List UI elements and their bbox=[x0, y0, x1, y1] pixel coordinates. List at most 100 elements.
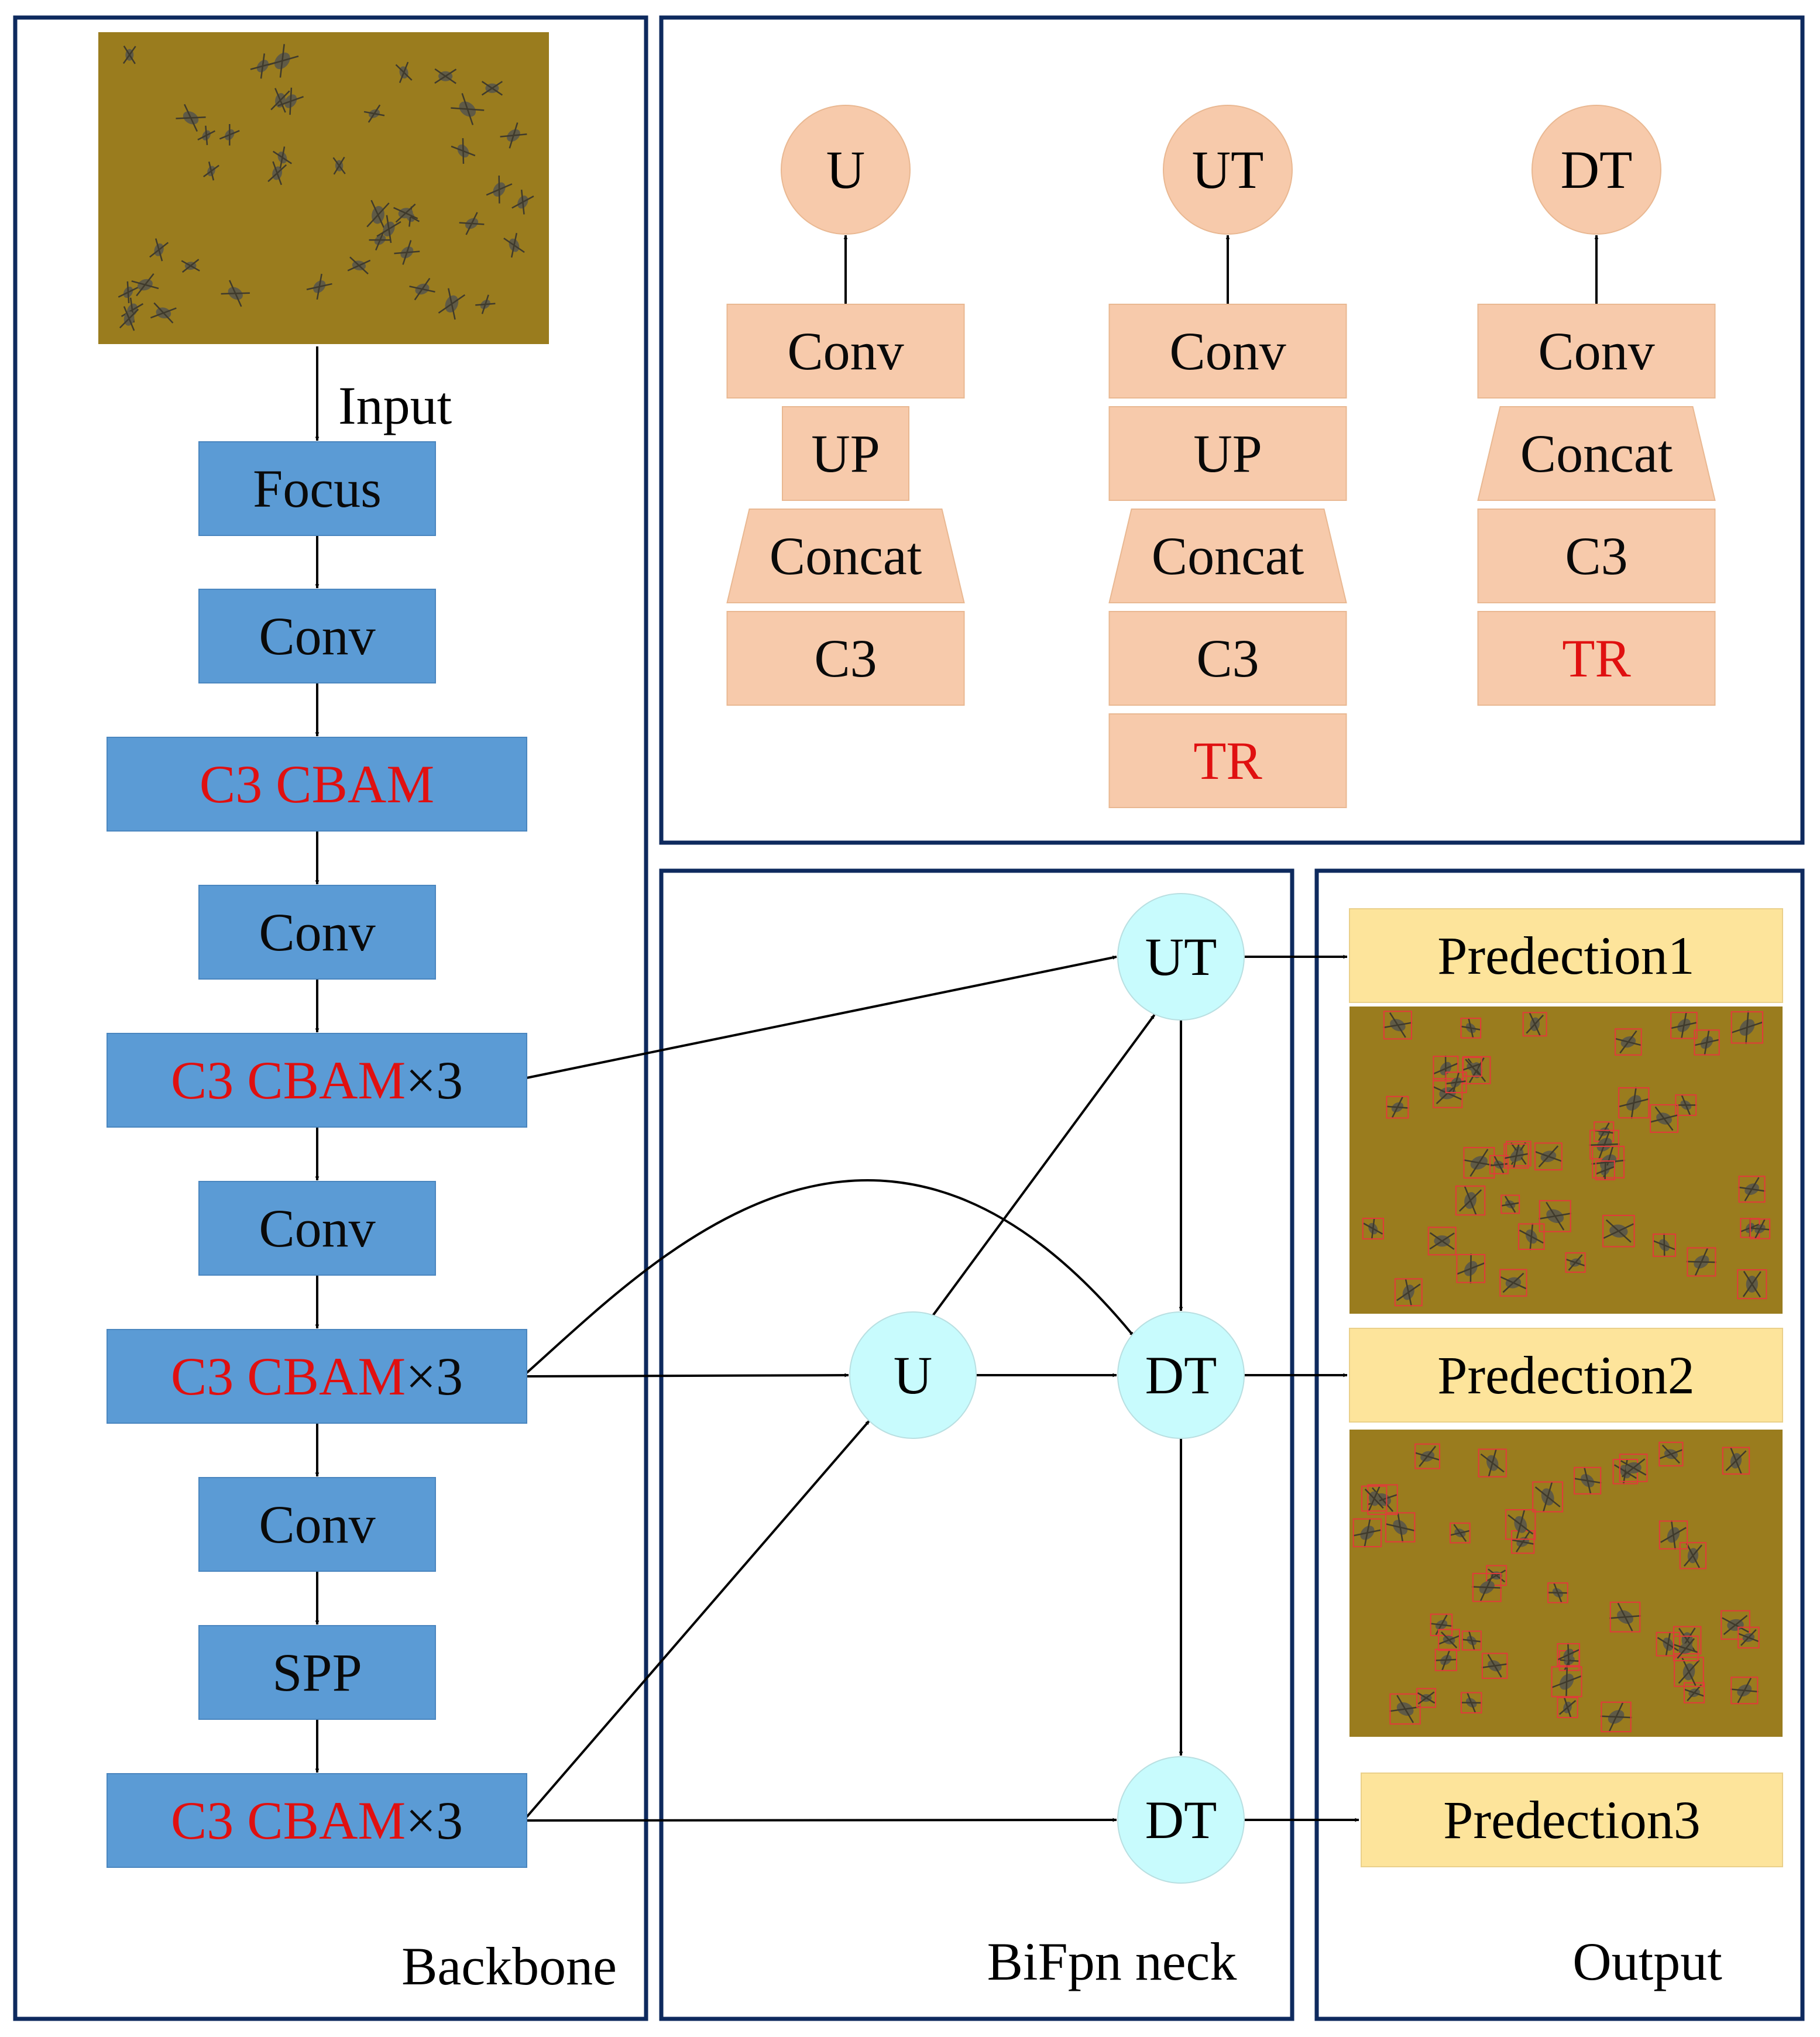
insect bbox=[1383, 1012, 1413, 1038]
insect bbox=[451, 138, 476, 164]
detection-box bbox=[1481, 1653, 1508, 1679]
insect bbox=[1615, 1030, 1642, 1054]
detection-box bbox=[1534, 1142, 1563, 1171]
output-panel bbox=[1314, 868, 1805, 2021]
highlight-text: C3 CBAM bbox=[200, 754, 434, 814]
neck-node-ut: UT bbox=[1117, 893, 1245, 1021]
module-node-label: U bbox=[826, 140, 865, 200]
module-layer-conv bbox=[1477, 304, 1716, 399]
detection-box bbox=[1737, 1269, 1767, 1300]
detection-box bbox=[1619, 1454, 1648, 1482]
detection-box bbox=[1505, 1141, 1531, 1167]
edge-c3cbam3-to-u bbox=[526, 1373, 849, 1378]
backbone-block-label: SPP bbox=[272, 1643, 362, 1702]
detection-box bbox=[1722, 1447, 1750, 1475]
insect bbox=[1396, 1278, 1421, 1307]
insect bbox=[395, 61, 413, 83]
insect bbox=[1675, 1095, 1697, 1115]
insect bbox=[1653, 1233, 1676, 1257]
insect bbox=[203, 162, 219, 181]
module-node-label: UT bbox=[1192, 140, 1264, 200]
module-node bbox=[1163, 105, 1293, 235]
insect bbox=[1670, 1011, 1698, 1039]
prediction-box-1: Predection1 bbox=[1349, 908, 1783, 1003]
detection-box bbox=[1500, 1194, 1520, 1214]
detection-box bbox=[1694, 1029, 1720, 1056]
insect bbox=[1659, 1444, 1683, 1464]
insect bbox=[1686, 1248, 1716, 1276]
detection-box bbox=[1462, 1056, 1482, 1077]
insect bbox=[181, 259, 200, 273]
edge-c3cbam2-to-ut bbox=[526, 955, 1117, 1079]
detection-box bbox=[1367, 1484, 1398, 1515]
insect bbox=[1458, 1186, 1482, 1215]
module-layer-concat bbox=[726, 509, 965, 603]
backbone-panel bbox=[13, 15, 648, 2021]
insect bbox=[221, 280, 250, 307]
detection-box bbox=[1547, 1582, 1568, 1603]
insect bbox=[1450, 1524, 1471, 1542]
detection-box bbox=[1461, 1630, 1482, 1651]
module-layer-label: UP bbox=[1193, 424, 1262, 483]
block-text: Conv bbox=[259, 1495, 375, 1554]
insect bbox=[1457, 1253, 1485, 1284]
module-layer-label: C3 bbox=[1565, 526, 1627, 586]
detection-box bbox=[1592, 1145, 1625, 1179]
detection-box bbox=[1670, 1012, 1698, 1039]
insect bbox=[1557, 1643, 1579, 1667]
insect bbox=[1460, 1692, 1482, 1713]
insect bbox=[1500, 1272, 1527, 1293]
prediction-image-1 bbox=[1349, 1007, 1783, 1314]
insect bbox=[393, 203, 418, 223]
insect bbox=[131, 273, 159, 297]
block-text: Conv bbox=[259, 606, 375, 666]
neck-title: BiFpn neck bbox=[987, 1932, 1237, 1991]
prediction-label: Predection1 bbox=[1437, 926, 1694, 985]
backbone-block-label: C3 CBAM×3 bbox=[171, 1346, 463, 1406]
detection-box bbox=[1522, 1012, 1547, 1037]
module-layer-up bbox=[782, 406, 909, 501]
backbone-block-c3cbam1: C3 CBAM bbox=[107, 737, 527, 832]
input-label: Input bbox=[338, 376, 452, 435]
prediction-image-2 bbox=[1349, 1430, 1783, 1737]
insect bbox=[306, 273, 332, 300]
insect bbox=[1722, 1615, 1749, 1636]
insect bbox=[1364, 1486, 1384, 1512]
detection-box bbox=[1557, 1643, 1581, 1667]
backbone-block-label: C3 CBAM bbox=[200, 754, 434, 814]
edge-c3cbam3-to-dt bbox=[526, 1179, 1135, 1374]
insect bbox=[481, 81, 503, 96]
detection-box bbox=[1721, 1610, 1750, 1640]
detection-box bbox=[1679, 1542, 1707, 1569]
detection-box bbox=[1674, 1657, 1704, 1687]
module-layer-label: TR bbox=[1562, 628, 1631, 688]
insect bbox=[267, 161, 287, 186]
insect bbox=[1429, 1232, 1455, 1250]
backbone-block-label: C3 CBAM×3 bbox=[171, 1791, 463, 1850]
insect bbox=[1352, 1518, 1382, 1548]
detection-box bbox=[1383, 1011, 1412, 1040]
insect bbox=[250, 53, 276, 79]
backbone-block-c3cbam4: C3 CBAM×3 bbox=[107, 1773, 527, 1868]
detection-box bbox=[1565, 1252, 1586, 1273]
insect bbox=[1445, 1071, 1467, 1093]
insect bbox=[149, 238, 169, 262]
backbone-block-label: Conv bbox=[259, 606, 375, 666]
insect bbox=[451, 93, 485, 125]
photo-layer bbox=[98, 32, 1783, 1737]
prediction-box-2: Predection2 bbox=[1349, 1328, 1783, 1423]
insect bbox=[1678, 1657, 1700, 1686]
detection-box bbox=[1414, 1443, 1441, 1469]
insect bbox=[1547, 1582, 1568, 1603]
neck-node-label: UT bbox=[1145, 927, 1217, 987]
insect bbox=[1461, 1630, 1482, 1651]
detection-box bbox=[1673, 1636, 1699, 1661]
detection-box bbox=[1687, 1247, 1716, 1277]
neck-node-label: DT bbox=[1145, 1345, 1217, 1405]
insect bbox=[1595, 1160, 1615, 1180]
insect bbox=[434, 68, 457, 84]
detection-box bbox=[1551, 1666, 1582, 1698]
insect bbox=[459, 212, 485, 235]
detection-box bbox=[1650, 1104, 1679, 1133]
